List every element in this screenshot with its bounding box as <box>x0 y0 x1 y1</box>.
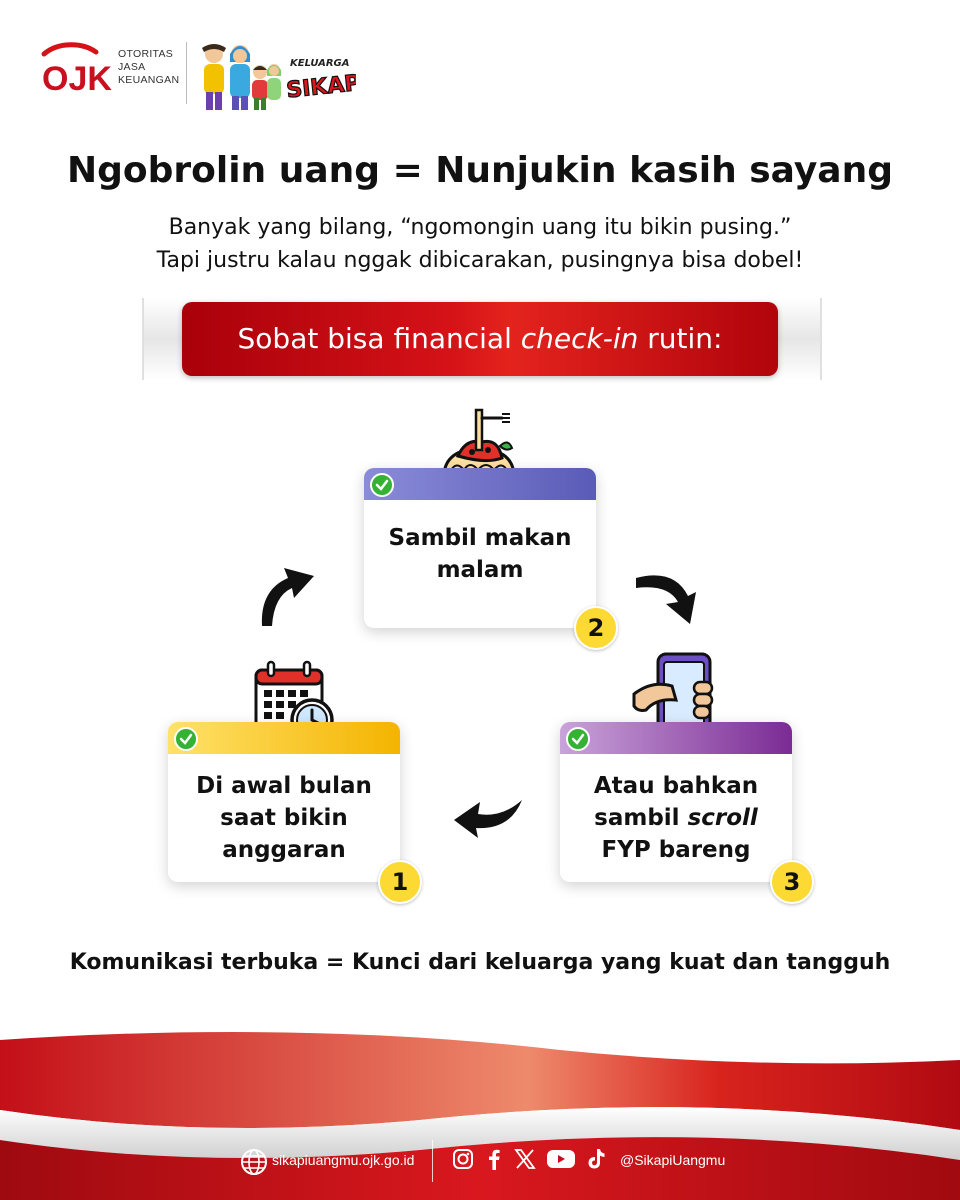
facebook-icon[interactable] <box>486 1148 502 1170</box>
check-icon <box>174 727 198 751</box>
keluarga-sikapi-logo: KELUARGA SIKAPI <box>285 58 356 102</box>
step-card-3: Atau bahkan sambil scroll FYP bareng <box>560 722 792 882</box>
banner-prefix: Sobat bisa financial <box>237 322 521 355</box>
step-text: Atau bahkan sambil scroll FYP bareng <box>593 773 759 863</box>
footer-divider <box>432 1140 433 1182</box>
step-card-1: Di awal bulan saat bikin anggaran <box>168 722 400 882</box>
banner-suffix: rutin: <box>638 322 723 355</box>
card-header-bar <box>168 722 400 754</box>
step-text: Di awal bulan saat bikin anggaran <box>196 773 372 863</box>
footer-handle[interactable]: @SikapiUangmu <box>620 1152 726 1168</box>
banner-emphasis: check-in <box>520 322 639 355</box>
footer-url[interactable]: sikapiuangmu.ojk.go.id <box>272 1152 415 1168</box>
step-number-badge: 2 <box>574 606 618 650</box>
curved-arrow-left-icon <box>454 800 522 838</box>
youtube-icon[interactable] <box>546 1148 576 1170</box>
curved-arrow-up-icon <box>261 568 314 626</box>
ojk-logo-text: OTORITAS JASA KEUANGAN <box>118 48 180 86</box>
ojk-logo: OJK OTORITAS JASA KEUANGAN <box>40 40 190 102</box>
check-icon <box>370 473 394 497</box>
family-illustration <box>202 44 281 110</box>
step-number-badge: 3 <box>770 860 814 904</box>
step-number-badge: 1 <box>378 860 422 904</box>
curved-arrow-down-icon <box>636 575 696 624</box>
footer-note: Komunikasi terbuka = Kunci dari keluarga… <box>69 950 891 975</box>
decorative-wave-band <box>0 1032 960 1200</box>
intro-line-1: Banyak yang bilang, “ngomongin uang itu … <box>168 215 792 240</box>
x-icon[interactable] <box>514 1148 536 1170</box>
headline: Ngobrolin uang = Nunjukin kasih sayang <box>66 150 893 191</box>
hand-phone-icon <box>632 652 714 740</box>
card-header-bar <box>364 468 596 500</box>
intro-line-2: Tapi justru kalau nggak dibicarakan, pus… <box>156 248 804 273</box>
svg-text:OJK: OJK <box>42 60 112 98</box>
svg-text:KELUARGA: KELUARGA <box>290 58 349 69</box>
step-card-2: Sambil makan malam <box>364 468 596 628</box>
tiktok-icon[interactable] <box>586 1148 606 1170</box>
card-header-bar <box>560 722 792 754</box>
globe-icon <box>241 1149 267 1175</box>
svg-text:SIKAPI: SIKAPI <box>285 70 356 102</box>
banner: Sobat bisa financial check-in rutin: <box>182 302 778 376</box>
step-text: Sambil makan malam <box>388 525 572 583</box>
check-icon <box>566 727 590 751</box>
ojk-logo-mark: OJK <box>41 42 112 98</box>
logo-divider <box>186 42 187 104</box>
instagram-icon[interactable] <box>452 1148 474 1170</box>
